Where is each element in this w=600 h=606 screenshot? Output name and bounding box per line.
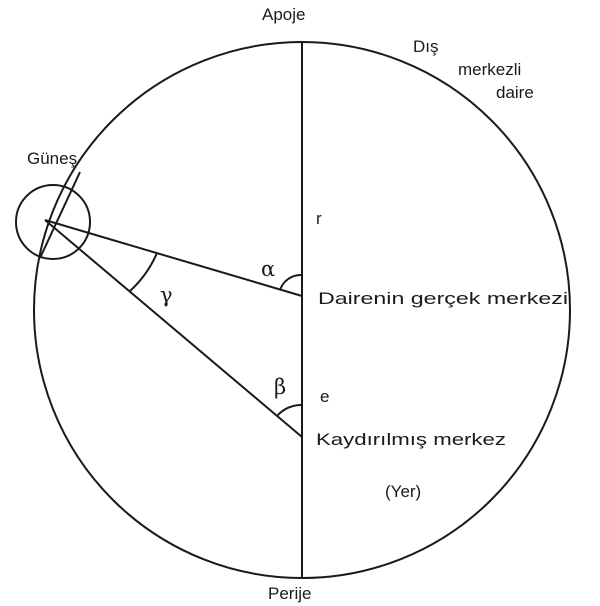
label-merkezli: merkezli <box>458 60 521 79</box>
label-dis: Dış <box>413 37 439 56</box>
gamma-angle-arc <box>129 252 158 292</box>
line-sun-to-true-center <box>44 219 303 297</box>
label-yer: (Yer) <box>385 482 421 501</box>
sun-circle <box>15 184 91 260</box>
label-daire: daire <box>496 83 534 102</box>
label-beta: β <box>274 375 286 399</box>
label-shifted-center: Kaydırılmış merkez <box>316 430 506 449</box>
label-true-center: Dairenin gerçek merkezi <box>318 289 568 308</box>
label-r: r <box>316 209 322 228</box>
line-sun-to-shifted-center <box>44 219 303 438</box>
alpha-angle-arc <box>279 273 303 291</box>
label-gamma: γ <box>160 283 173 307</box>
label-e: e <box>320 387 329 406</box>
label-apoje: Apoje <box>262 5 305 24</box>
beta-angle-arc <box>276 403 303 417</box>
label-alpha: α <box>261 257 275 281</box>
label-perije: Perije <box>268 584 311 603</box>
sun-pointer-line <box>39 171 81 259</box>
label-gunes: Güneş <box>27 149 77 168</box>
